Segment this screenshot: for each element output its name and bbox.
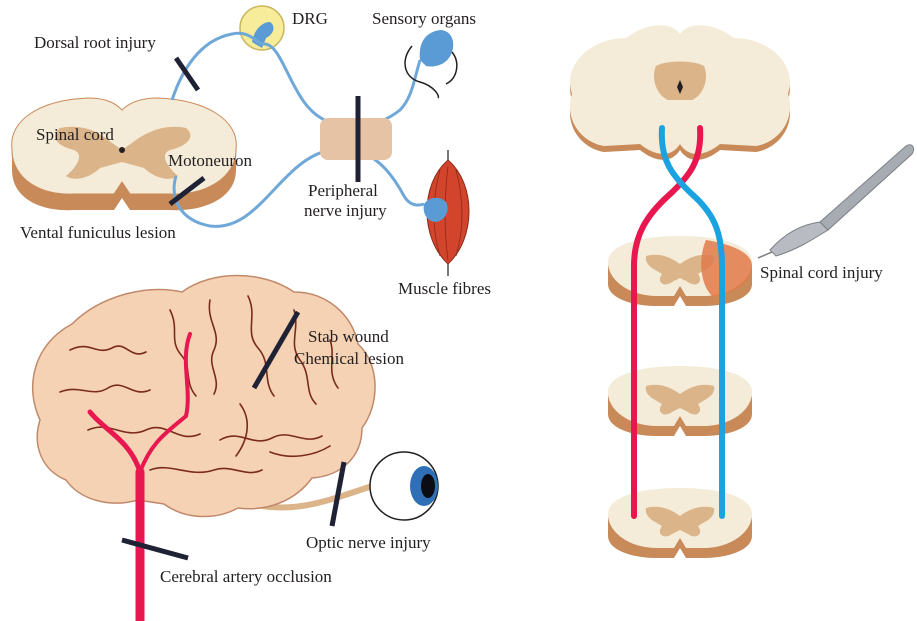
peripheral-nerve-panel: DRG Sensory organs Dorsal root injury Sp… bbox=[12, 6, 491, 298]
spinal-segment-1 bbox=[608, 236, 752, 306]
label-spinal-cord: Spinal cord bbox=[36, 125, 114, 144]
scalpel-icon bbox=[758, 145, 914, 258]
label-stab-wound: Stab wound bbox=[308, 327, 389, 346]
brainstem-section bbox=[570, 25, 790, 160]
label-ventral-funiculus-lesion: Vental funiculus lesion bbox=[20, 223, 176, 242]
label-dorsal-root-injury: Dorsal root injury bbox=[34, 33, 156, 52]
spinal-tract-panel: Spinal cord injury bbox=[570, 25, 914, 558]
spinal-segment-3 bbox=[608, 488, 752, 558]
label-cerebral-artery-occlusion: Cerebral artery occlusion bbox=[160, 567, 332, 586]
label-chemical-lesion: Chemical lesion bbox=[294, 349, 405, 368]
spinal-segment-2 bbox=[608, 366, 752, 436]
label-drg: DRG bbox=[292, 9, 328, 28]
dorsal-root-lesion-bar bbox=[176, 58, 198, 90]
muscle-fibres-icon bbox=[424, 150, 469, 276]
brain-outline bbox=[33, 276, 375, 517]
tract-blue bbox=[662, 128, 722, 516]
corticospinal-tracts bbox=[634, 128, 722, 516]
eye-icon bbox=[370, 452, 438, 520]
artery-occlusion-lesion-bar bbox=[122, 540, 188, 558]
label-muscle-fibres: Muscle fibres bbox=[398, 279, 491, 298]
label-peripheral: Peripheral bbox=[308, 181, 378, 200]
label-sensory-organs: Sensory organs bbox=[372, 9, 476, 28]
tract-red bbox=[634, 128, 700, 516]
brain-panel: Stab wound Chemical lesion Optic nerve i… bbox=[33, 276, 438, 621]
label-nerve-injury: nerve injury bbox=[304, 201, 387, 220]
label-spinal-cord-injury: Spinal cord injury bbox=[760, 263, 883, 282]
label-motoneuron: Motoneuron bbox=[168, 151, 253, 170]
label-optic-nerve-injury: Optic nerve injury bbox=[306, 533, 431, 552]
